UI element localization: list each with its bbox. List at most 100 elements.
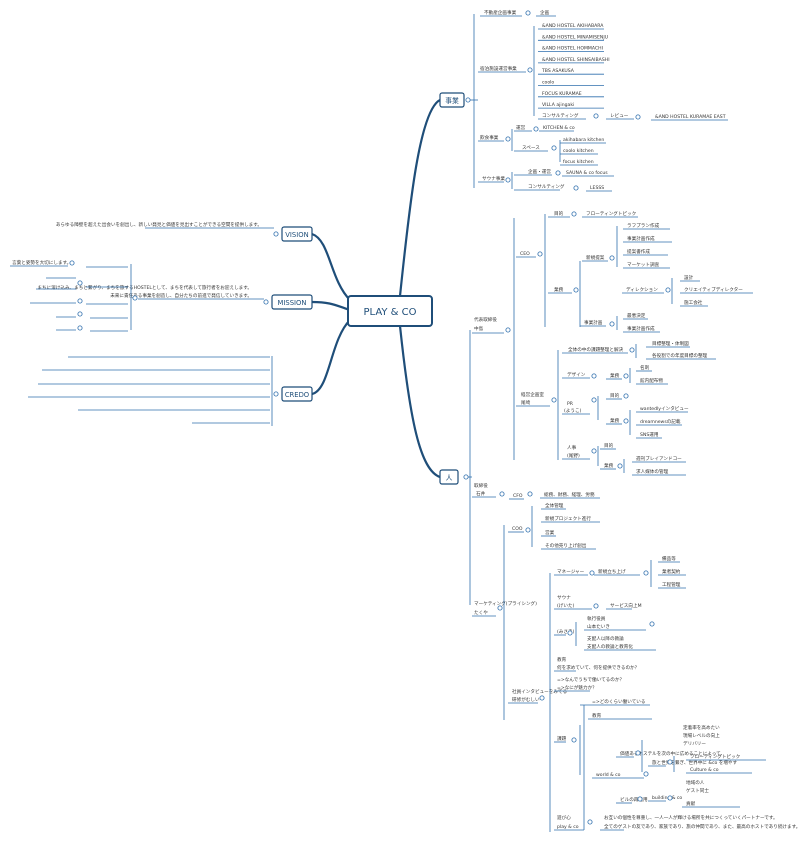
node-label: コンサルティング — [542, 112, 579, 119]
node-label: 不動産企画事業 — [484, 9, 517, 16]
node-label: akihabara kitchen — [563, 137, 604, 143]
collapse-toggle — [571, 737, 577, 743]
node-label: FOCUS KURAMAE — [542, 91, 582, 97]
collapse-toggle — [573, 287, 579, 293]
node-label: Culture & co — [690, 767, 719, 773]
node-label: 地域の人 — [686, 779, 705, 786]
node-label: 定着率を高めたい — [683, 724, 720, 731]
node-label: 総務、財務、経理、労務 — [544, 491, 595, 498]
node-label: 宿泊施設運営事業 — [480, 65, 517, 72]
collapse-toggle — [69, 260, 75, 266]
node-label: デリバリー — [683, 740, 706, 747]
node-label: サービス向上M — [610, 602, 642, 609]
collapse-toggle — [587, 819, 593, 825]
node-label: デザイン — [567, 371, 586, 378]
main-branch-line — [311, 319, 351, 396]
collapse-toggle — [649, 621, 655, 627]
main-topic-node — [271, 294, 313, 310]
node-label: レビュー — [610, 112, 629, 119]
node-label: LESSS — [590, 185, 604, 191]
node-label: 業務 — [610, 372, 620, 379]
node-label: KITCHEN & co — [543, 125, 575, 131]
node-label: play & co — [557, 824, 579, 830]
center-node-label: PLAY & CO — [363, 307, 416, 318]
node-label: 最悪決定 — [627, 312, 646, 319]
collapse-toggle — [593, 113, 599, 119]
node-label: 現場レベルの向上 — [683, 732, 720, 739]
node-label: 人事 — [567, 444, 577, 451]
node-label: たくや — [474, 609, 488, 616]
node-label: お互いの個性を尊重し、一人一人が輝ける場所を共につくっていくパートナーです。 — [604, 814, 778, 821]
node-label: 事業計画 — [584, 319, 603, 326]
main-branch-line — [311, 232, 351, 301]
node-label: =>なんでうちで働いてるのか？ — [557, 676, 624, 683]
node-label: &AND HOSTEL HOMMACHI — [542, 46, 603, 52]
node-label: 経営企画室 — [521, 391, 544, 398]
node-label: coolo kitchen — [563, 148, 594, 154]
node-label: 価値あるホステルを次の中に広めることによって、 — [620, 750, 725, 757]
node-label: スペース — [522, 145, 540, 151]
node-label: wantedlyインタビュー — [640, 405, 689, 412]
collapse-toggle — [505, 136, 511, 142]
node-label: 設計 — [684, 274, 694, 281]
node-label: 新規立ち上げ — [598, 568, 626, 575]
node-label: サウナ — [557, 594, 571, 601]
collapse-toggle — [132, 295, 138, 301]
main-branch-line — [398, 325, 441, 479]
node-label: 飲食事業 — [480, 134, 499, 141]
collapse-toggle — [527, 67, 533, 73]
collapse-toggle — [609, 321, 615, 327]
node-label: =>なにが魅力か？ — [557, 684, 597, 691]
node-label: マーケティング(プライシング) — [474, 600, 537, 607]
collapse-toggle — [555, 170, 561, 176]
center-node — [347, 295, 433, 327]
node-label: ビルの再活用 — [620, 796, 648, 803]
node-label: TBS ASAKUSA — [541, 68, 575, 74]
node-label: 教育 — [557, 656, 567, 663]
node-label: 事業計画作成 — [627, 325, 655, 332]
node-label: 営業 — [545, 529, 555, 536]
node-label: 事業計画作成 — [627, 235, 655, 242]
node-label: 業務 — [610, 417, 620, 424]
node-label: 執行役員 — [587, 615, 606, 622]
main-topic-label: VISION — [285, 231, 308, 239]
collapse-toggle — [77, 325, 83, 331]
collapse-toggle — [665, 287, 671, 293]
node-label: VILLA ajingaki — [542, 102, 574, 108]
node-label: 中島 — [474, 325, 484, 332]
collapse-toggle — [77, 311, 83, 317]
collapse-toggle — [539, 695, 545, 701]
node-label: (尾野) — [567, 452, 580, 459]
main-branch-line — [311, 300, 351, 312]
node-label: コンサルティング — [528, 183, 565, 190]
collapse-toggle — [551, 145, 557, 151]
node-label: 各役割での年度目標の整理 — [652, 352, 708, 359]
node-label: 石井 — [476, 490, 486, 497]
node-label: 目標整理・体制図 — [652, 340, 689, 347]
main-topic-label: 人 — [446, 474, 453, 482]
node-label: COO — [512, 526, 523, 532]
node-label: その他売り上げ創出 — [545, 542, 587, 549]
node-label: CFO — [513, 493, 523, 499]
collapse-toggle — [525, 10, 531, 16]
collapse-toggle — [643, 570, 649, 576]
collapse-toggle — [591, 448, 597, 454]
main-topic-label: CREDO — [285, 391, 309, 399]
node-label: 支配人の教論と教育化 — [587, 643, 633, 650]
node-label: 企画 — [540, 9, 550, 16]
main-topic-label: 事業 — [445, 96, 459, 105]
node-label: 目的 — [610, 392, 620, 399]
collapse-toggle — [551, 397, 557, 403]
node-label: coolo — [542, 80, 554, 86]
collapse-toggle — [533, 126, 539, 132]
node-label: 未来に責任ある事業を創造し、自分たちの前進で発信していきます。 — [110, 292, 252, 299]
node-label: building & co — [652, 795, 682, 801]
collapse-toggle — [667, 759, 673, 765]
node-label: クリエイティブディレクター — [684, 286, 743, 293]
collapse-toggle — [591, 373, 597, 379]
collapse-toggle — [637, 796, 643, 802]
collapse-toggle — [617, 463, 623, 469]
collapse-toggle — [499, 491, 505, 497]
node-label: 施工会社 — [684, 299, 703, 306]
